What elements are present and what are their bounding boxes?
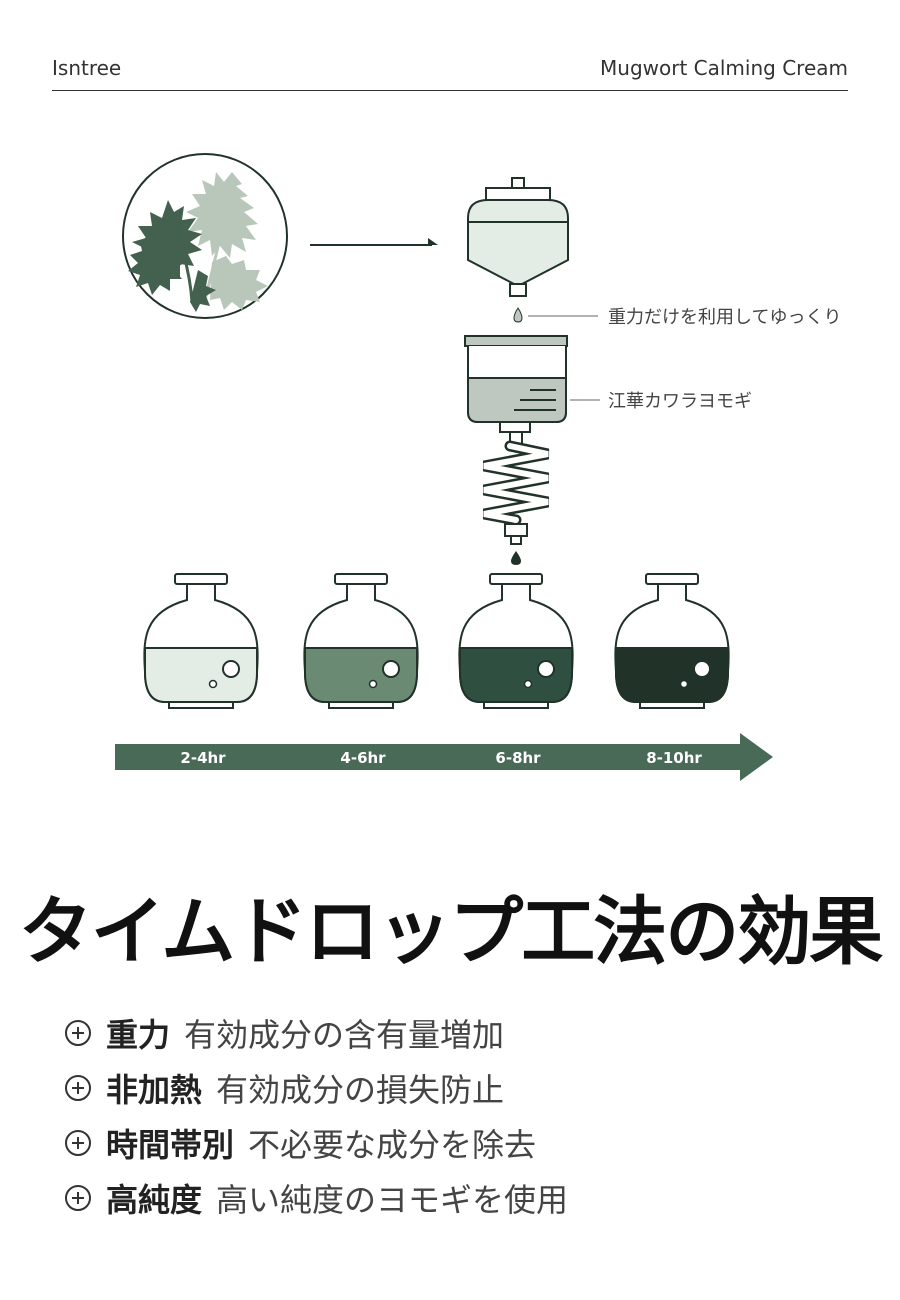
flask-cap <box>174 573 228 585</box>
time-drop-process-diagram: 重力だけを利用してゆっくり 江華カワラヨモギ 2-4hr 4-6hr 6-8hr 8-… <box>115 153 841 781</box>
bubble-large <box>537 660 555 678</box>
benefits-list: 重力 有効成分の含有量増加 非加熱 有効成分の損失防止 時間帯別 不必要な成分を… <box>64 1005 568 1225</box>
flask-3 <box>458 573 574 709</box>
plus-circle-icon <box>65 1129 91 1156</box>
benefit-heading: 高純度 <box>106 1180 203 1219</box>
benefit-heading: 重力 <box>106 1015 171 1054</box>
header: Isntree Mugwort Calming Cream <box>52 56 848 91</box>
bubble-small <box>208 679 218 689</box>
product-name: Mugwort Calming Cream <box>600 56 848 80</box>
benefit-text: 有効成分の損失防止 <box>216 1070 505 1109</box>
flask-cap <box>334 573 388 585</box>
mugwort-beaker <box>464 335 568 423</box>
flask-liquid <box>304 647 418 703</box>
flask-base <box>168 701 234 709</box>
flask-liquid <box>615 647 729 703</box>
benefit-item: 時間帯別 不必要な成分を除去 <box>64 1115 568 1170</box>
flask-1 <box>143 573 259 709</box>
mugwort-illustration <box>122 153 288 319</box>
benefit-text: 高い純度のヨモギを使用 <box>216 1180 569 1219</box>
timeline-label: 8-10hr <box>646 749 702 767</box>
benefit-heading: 非加熱 <box>106 1070 203 1109</box>
flask-liquid <box>144 647 258 703</box>
bubble-small <box>679 679 689 689</box>
flask-4 <box>614 573 730 709</box>
bubble-small <box>368 679 378 689</box>
bubble-large <box>222 660 240 678</box>
flask-base <box>639 701 705 709</box>
bubble-small <box>523 679 533 689</box>
mugwort-leaf-light <box>186 172 268 310</box>
page-title: タイムドロップ工法の効果 <box>18 889 884 975</box>
benefit-text: 不必要な成分を除去 <box>248 1125 537 1164</box>
process-arrow <box>310 238 438 246</box>
condenser-coil <box>482 421 550 545</box>
flask-cap <box>645 573 699 585</box>
droplet-icon <box>513 307 523 323</box>
benefit-item: 非加熱 有効成分の損失防止 <box>64 1060 568 1115</box>
flask-cap <box>489 573 543 585</box>
gravity-label: 重力だけを利用してゆっくり <box>608 307 841 328</box>
timeline-arrow <box>115 733 773 781</box>
timeline-label: 4-6hr <box>340 749 386 767</box>
benefit-text: 有効成分の含有量増加 <box>184 1015 505 1054</box>
brand-name: Isntree <box>52 56 122 80</box>
plus-circle-icon <box>65 1019 91 1046</box>
timeline-label: 6-8hr <box>495 749 541 767</box>
plus-circle-icon <box>65 1074 91 1101</box>
flask-base <box>483 701 549 709</box>
droplet-dark-icon <box>511 551 521 565</box>
benefit-item: 重力 有効成分の含有量増加 <box>64 1005 568 1060</box>
timeline-label: 2-4hr <box>180 749 226 767</box>
benefit-heading: 時間帯別 <box>106 1125 235 1164</box>
mugwort-leaf-dark <box>128 200 216 312</box>
flask-base <box>328 701 394 709</box>
mugwort-label: 江華カワラヨモギ <box>608 391 752 412</box>
flask-2 <box>303 573 419 709</box>
plus-circle-icon <box>65 1184 91 1211</box>
benefit-item: 高純度 高い純度のヨモギを使用 <box>64 1170 568 1225</box>
flask-liquid <box>459 647 573 703</box>
drip-tank <box>467 177 569 297</box>
bubble-large <box>382 660 400 678</box>
bubble-large <box>693 660 711 678</box>
